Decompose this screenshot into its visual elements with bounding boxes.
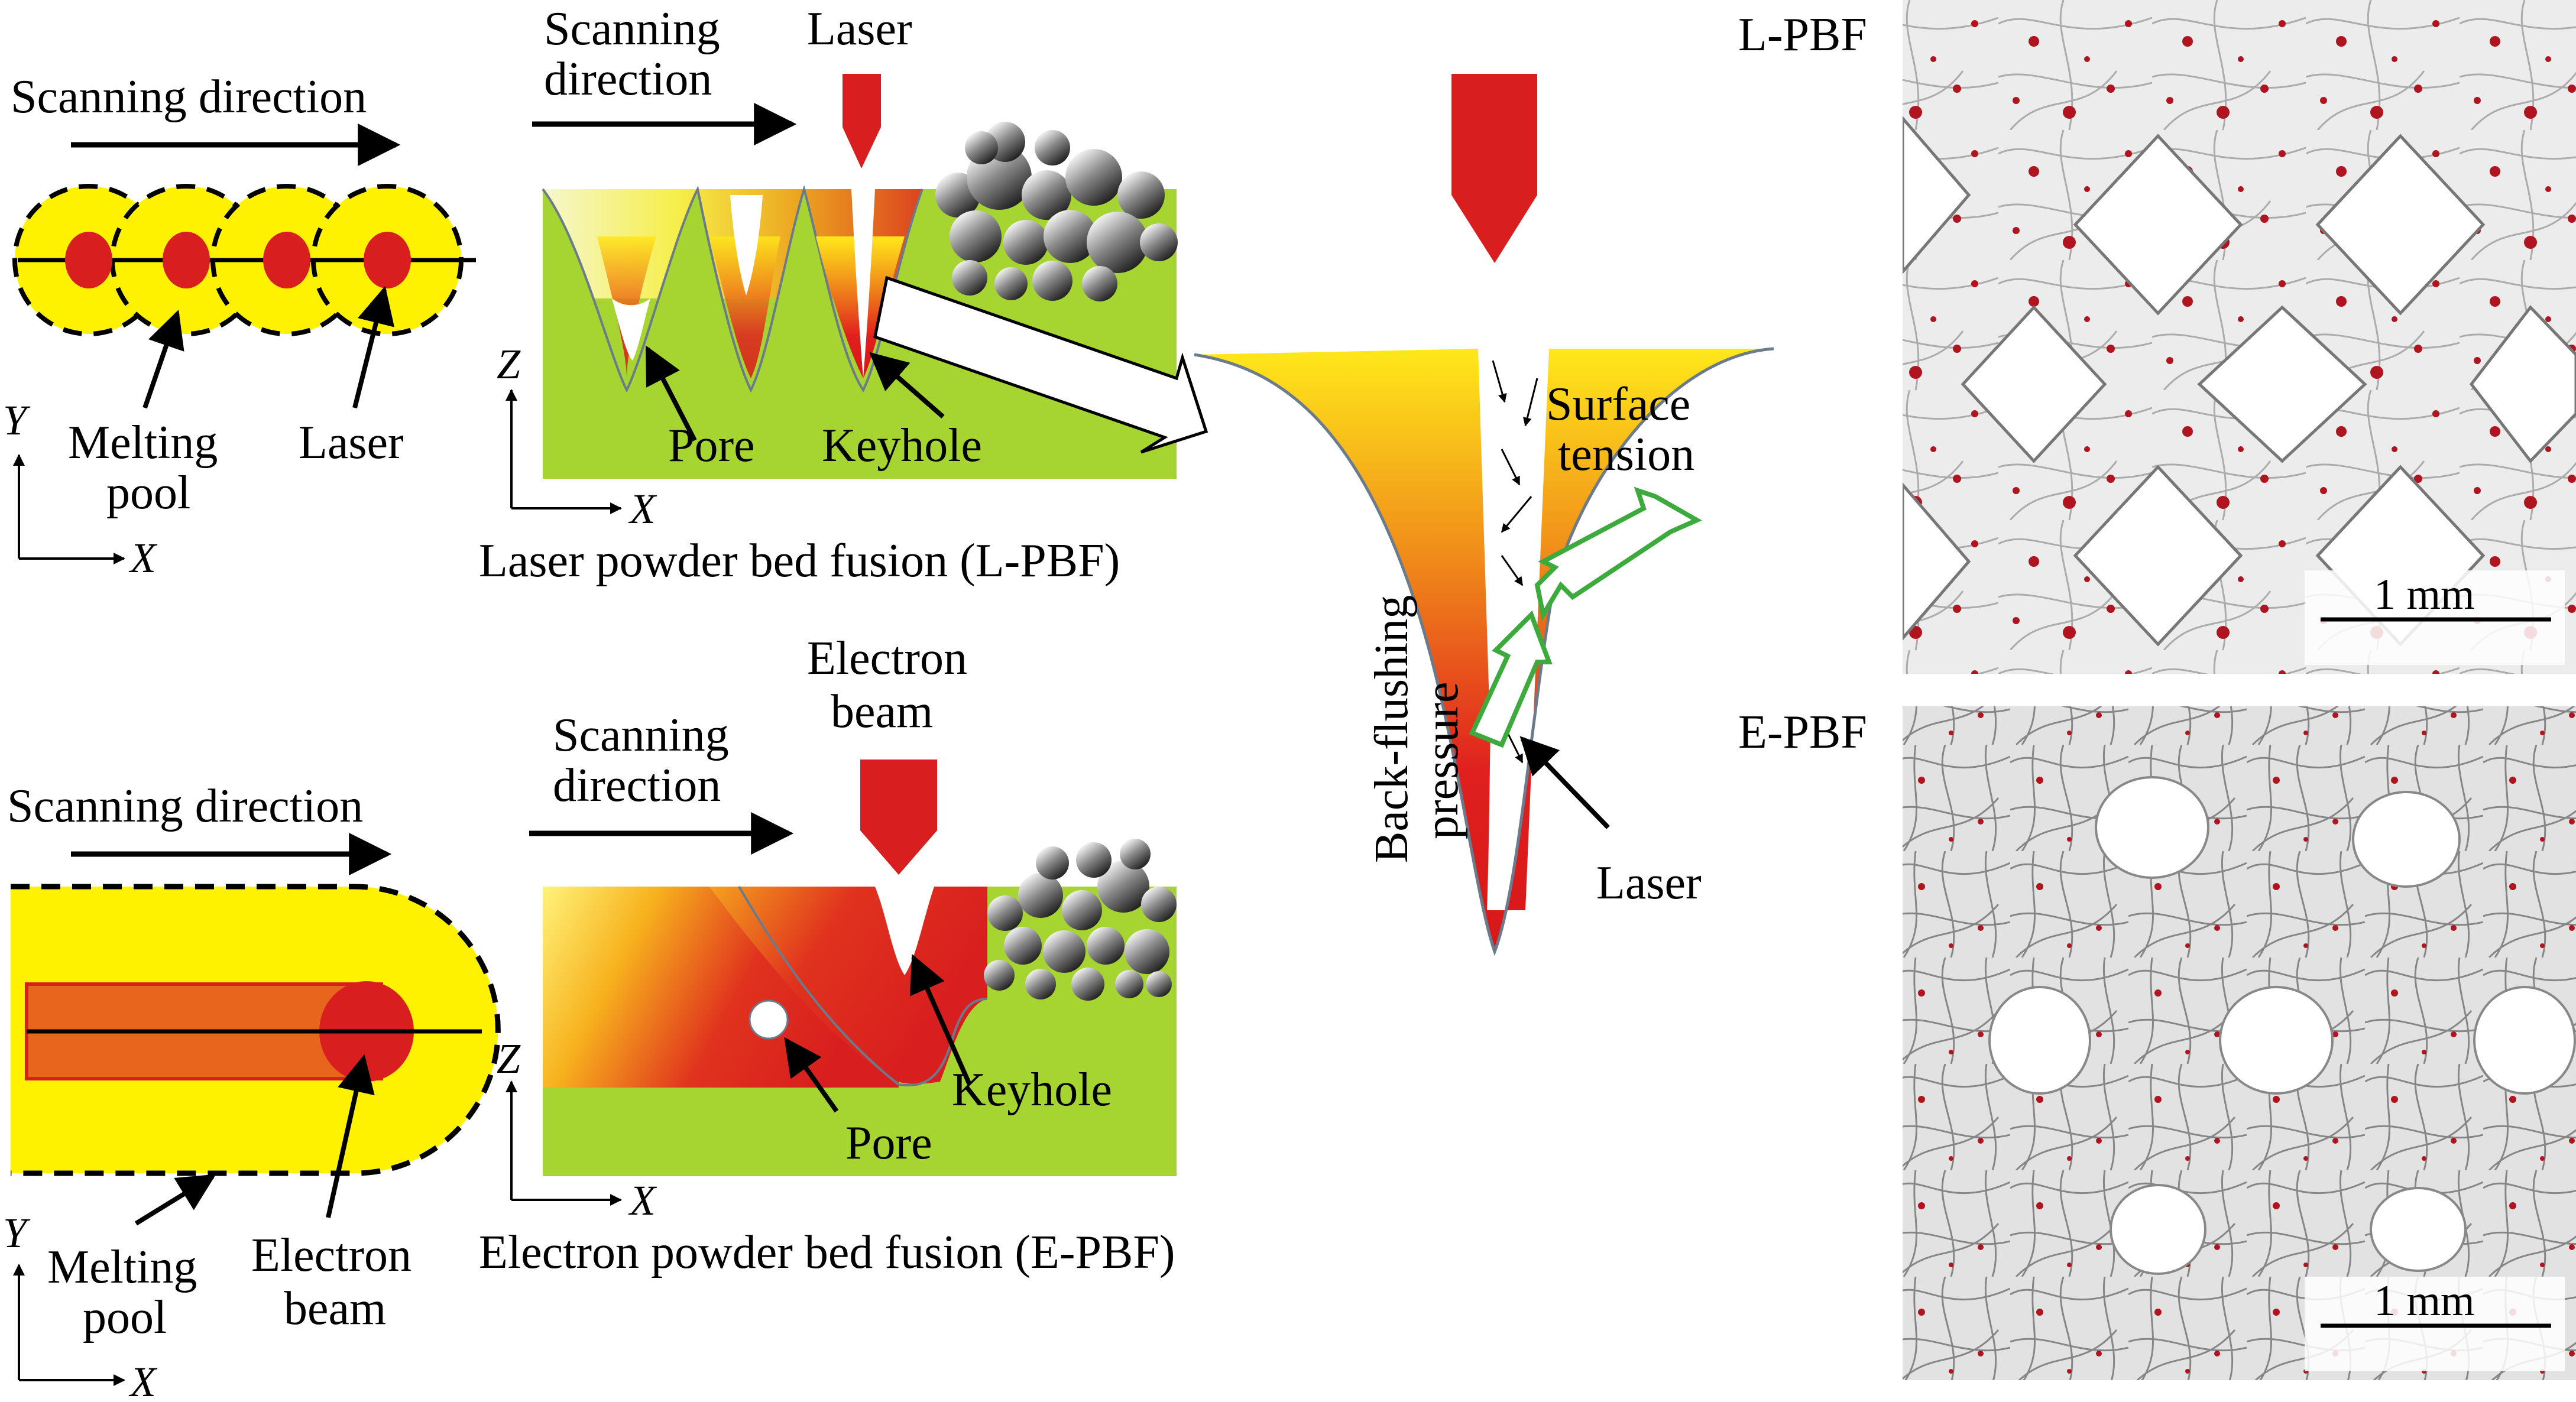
keyhole-laser-pointer <box>1519 736 1610 829</box>
laser-head <box>1451 74 1537 263</box>
laser-spot <box>65 232 112 288</box>
lpbf-keyhole-label: Keyhole <box>822 420 982 472</box>
electron-beam-pointer <box>326 1054 375 1218</box>
melt-pool <box>1194 349 1774 952</box>
ct-image-epbf: 1 mm <box>1903 706 2576 1380</box>
epbf-melt-pool <box>543 887 987 1084</box>
ct-image-lpbf: 1 mm <box>1903 0 2576 674</box>
epbf-beam-label-1: Electron <box>807 632 967 684</box>
laser-spot <box>364 232 411 288</box>
epbf-keyhole-pointer <box>910 954 972 1086</box>
keyhole-laser-label: Laser <box>1596 857 1702 909</box>
epbf-scan-label-1: Scanning <box>553 709 729 761</box>
laser-spot <box>163 232 210 288</box>
ct-lpbf-scale-label: 1 mm <box>2374 570 2475 619</box>
epbf-keyhole <box>875 887 934 975</box>
epbf-electron-beam-label-1: Electron <box>251 1229 411 1281</box>
ct-epbf-label: E-PBF <box>1738 706 1867 758</box>
pore-pointer <box>645 345 697 442</box>
lpbf-cross-section: Scanning direction Laser <box>479 3 1208 587</box>
surface-tension-label-2: tension <box>1558 429 1694 481</box>
epbf-melting-pool-label-1: Melting <box>47 1241 197 1293</box>
epbf-top-view: Scanning direction Melting pool Electron… <box>3 780 501 1402</box>
epbf-melting-pool-pointer <box>134 1174 216 1226</box>
epbf-pore-label: Pore <box>845 1117 932 1169</box>
epbf-powder-bed <box>984 839 1177 1001</box>
keyhole-pointer <box>869 352 945 419</box>
back-flushing-label-2: pressure <box>1416 681 1468 839</box>
laser-label: Laser <box>299 417 404 469</box>
epbf-pore-pointer <box>784 1037 839 1113</box>
epbf-section-axes: Z X <box>497 1035 657 1224</box>
epbf-top-scan-label: Scanning direction <box>7 780 363 832</box>
melting-pool-track <box>12 184 476 336</box>
laser-spot <box>263 232 310 288</box>
pore <box>612 298 650 361</box>
keyhole <box>851 189 875 378</box>
axis-x-label: X <box>128 534 158 582</box>
keyhole-detail: Surface tension Back-flushing pressure L… <box>1194 74 1774 956</box>
back-flushing-label-1: Back-flushing <box>1366 595 1418 863</box>
lpbf-scan-label-1: Scanning <box>544 3 720 55</box>
melting-pool-label-1: Melting <box>68 417 218 469</box>
surface-tension-arrow <box>1534 486 1702 621</box>
back-flushing-arrow <box>1469 610 1553 748</box>
epbf-caption: Electron powder bed fusion (E-PBF) <box>479 1226 1175 1278</box>
melting-pool-pointer <box>142 309 184 409</box>
axis-y-label: Y <box>3 397 31 444</box>
melting-pool-label-2: pool <box>106 467 190 519</box>
epbf-electron-beam-label-2: beam <box>284 1283 386 1335</box>
lpbf-section-axes: Z X <box>497 340 657 533</box>
epbf-scan-label-2: direction <box>553 760 721 812</box>
ct-lpbf-label: L-PBF <box>1738 9 1867 61</box>
surface-tension-label-1: Surface <box>1546 378 1690 430</box>
lpbf-caption: Laser powder bed fusion (L-PBF) <box>479 535 1120 587</box>
lpbf-top-axes: Y X <box>3 397 158 582</box>
epbf-beam-label-2: beam <box>831 686 933 738</box>
epbf-pore <box>749 999 789 1040</box>
axis-z-label: Z <box>497 340 521 388</box>
electron-beam-head <box>860 760 937 875</box>
axis-y-label: Y <box>3 1209 31 1257</box>
epbf-melting-pool-label-2: pool <box>83 1291 167 1343</box>
laser-head <box>843 74 881 168</box>
powder-bed <box>935 122 1178 301</box>
axis-x-label: X <box>628 1177 657 1224</box>
lpbf-top-scan-label: Scanning direction <box>11 71 367 123</box>
lpbf-laser-label: Laser <box>807 3 912 55</box>
axis-z-label: Z <box>497 1035 521 1082</box>
epbf-cross-section: Electron beam Scanning direction <box>479 632 1177 1278</box>
lpbf-top-view: Scanning direction Melting pool Laser Y … <box>3 71 476 582</box>
zoom-arrow <box>873 275 1208 454</box>
epbf-top-axes: Y X <box>3 1209 158 1402</box>
axis-x-label: X <box>628 485 657 533</box>
back-flushing-label: Back-flushing pressure <box>1366 595 1468 863</box>
lpbf-scan-label-2: direction <box>544 53 712 105</box>
laser-pointer <box>352 285 395 408</box>
keyhole-cavity <box>1484 349 1527 910</box>
epbf-keyhole-label: Keyhole <box>952 1064 1112 1116</box>
axis-x-label: X <box>128 1358 158 1402</box>
ct-epbf-scale-label: 1 mm <box>2374 1277 2475 1325</box>
lpbf-pore-label: Pore <box>668 420 755 472</box>
